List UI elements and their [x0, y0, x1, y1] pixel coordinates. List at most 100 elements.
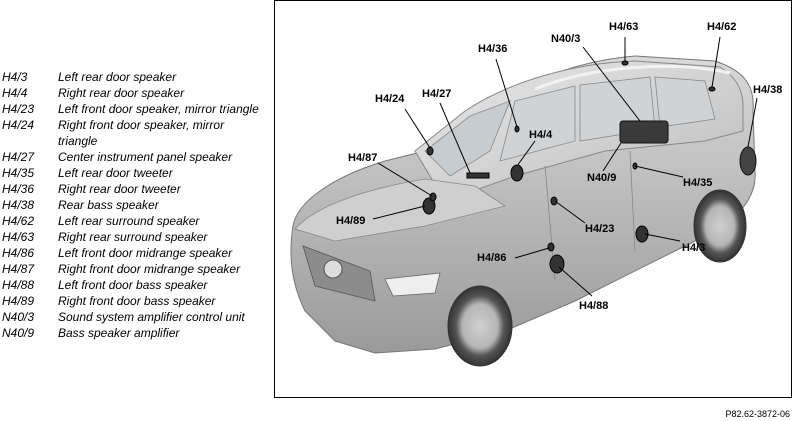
emblem — [323, 259, 343, 279]
legend-code: H4/27 — [2, 149, 35, 164]
legend-code: H4/36 — [2, 181, 35, 196]
legend-code: H4/23 — [2, 102, 35, 116]
legend-code: H4/86 — [2, 245, 35, 260]
legend-item: H4/89 Right front door bass speaker — [0, 294, 262, 310]
legend-code: H4/3 — [2, 70, 28, 84]
figure-frame: H4/63 H4/62 N40/3 H4/36 H4/38 H4/27 H4/2… — [274, 0, 792, 398]
legend-item: H4/24 Right front door speaker, mirror tr… — [0, 118, 262, 149]
legend-item: H4/36 Right rear door tweeter — [0, 182, 262, 198]
amplifier-box — [619, 120, 669, 144]
windshield — [424, 100, 511, 177]
leader-line — [495, 58, 518, 128]
legend-desc: Center instrument panel speaker — [58, 149, 233, 164]
legend-desc: Left rear door speaker — [58, 70, 177, 84]
speaker-h4-86 — [547, 242, 555, 252]
callout-h4-62: H4/62 — [707, 21, 737, 33]
legend-code: H4/89 — [2, 293, 35, 308]
callout-h4-38: H4/38 — [753, 84, 783, 96]
vehicle-illustration — [290, 36, 758, 367]
legend-desc: Left front door speaker, mirror triangle — [58, 102, 259, 116]
callout-h4-27: H4/27 — [422, 88, 452, 100]
callout-h4-88: H4/88 — [579, 300, 609, 312]
callout-h4-87: H4/87 — [348, 152, 378, 164]
legend-item: N40/3 Sound system amplifier control unit — [0, 310, 262, 326]
headlight — [384, 272, 441, 297]
callout-h4-4: H4/4 — [529, 129, 553, 141]
speaker-h4-3 — [635, 225, 649, 243]
speaker-h4-62 — [708, 86, 716, 92]
legend-item: H4/62 Left rear surround speaker — [0, 214, 262, 230]
legend-item: H4/4 Right rear door speaker — [0, 86, 262, 102]
legend-desc: Right rear surround speaker — [58, 229, 208, 244]
leader-line — [644, 233, 681, 242]
callout-h4-3: H4/3 — [682, 242, 706, 254]
rear-wheel — [693, 189, 747, 263]
side-window-front — [499, 85, 576, 162]
legend-item: H4/3 Left rear door speaker — [0, 70, 262, 86]
callout-h4-23: H4/23 — [585, 223, 615, 235]
leader-lines — [372, 36, 758, 297]
legend-desc: Left front door midrange speaker — [58, 245, 233, 260]
legend-code: H4/62 — [2, 213, 35, 228]
legend-code: H4/35 — [2, 165, 35, 180]
legend-desc: Left rear door tweeter — [58, 165, 173, 180]
legend-desc: Bass speaker amplifier — [58, 325, 180, 340]
leader-line — [711, 36, 721, 88]
door-line — [629, 150, 636, 252]
leader-line — [404, 108, 431, 149]
leader-line — [514, 247, 550, 259]
legend-code: H4/87 — [2, 261, 35, 276]
speaker-h4-27 — [466, 172, 490, 179]
legend-desc: Sound system amplifier control unit — [58, 309, 245, 324]
callout-h4-86: H4/86 — [477, 252, 507, 264]
callout-n40-3: N40/3 — [551, 33, 581, 45]
callout-h4-35: H4/35 — [683, 177, 713, 189]
legend-desc: Right rear door speaker — [58, 86, 185, 100]
callout-h4-24: H4/24 — [375, 93, 405, 105]
legend-code: H4/24 — [2, 118, 35, 132]
speaker-h4-24 — [426, 146, 434, 156]
legend-item: H4/63 Right rear surround speaker — [0, 230, 262, 246]
legend-desc: Left front door bass speaker — [58, 277, 208, 292]
legend-item: H4/86 Left front door midrange speaker — [0, 246, 262, 262]
leader-line — [582, 46, 641, 122]
leader-line — [372, 205, 426, 220]
legend-item: H4/87 Right front door midrange speaker — [0, 262, 262, 278]
legend-desc: Right front door speaker, mirror triangl… — [58, 118, 225, 148]
callout-n40-9: N40/9 — [587, 172, 617, 184]
legend-desc: Right rear door tweeter — [58, 181, 181, 196]
front-wheel — [447, 285, 513, 367]
speaker-h4-88 — [549, 254, 565, 274]
legend-desc: Right front door midrange speaker — [58, 261, 241, 276]
callout-h4-89: H4/89 — [336, 215, 366, 227]
speaker-h4-4 — [510, 164, 524, 182]
legend-item: H4/38 Rear bass speaker — [0, 198, 262, 214]
legend-code: H4/63 — [2, 229, 35, 244]
leader-line — [439, 102, 471, 174]
leader-line — [554, 200, 586, 224]
legend-code: H4/4 — [2, 86, 28, 100]
legend-code: N40/3 — [2, 309, 35, 324]
callout-h4-63: H4/63 — [609, 21, 639, 33]
reference-code: P82.62-3872-06 — [725, 409, 790, 419]
legend-desc: Left rear surround speaker — [58, 213, 200, 228]
legend-item: H4/27 Center instrument panel speaker — [0, 150, 262, 166]
legend-item: N40/9 Bass speaker amplifier — [0, 326, 262, 342]
legend-desc: Rear bass speaker — [58, 197, 159, 212]
roof-rail — [534, 64, 731, 91]
leader-line — [516, 140, 536, 167]
legend-item: H4/35 Left rear door tweeter — [0, 166, 262, 182]
leader-line — [634, 165, 684, 178]
speaker-h4-87 — [429, 192, 437, 202]
leader-line — [602, 142, 622, 172]
legend-code: N40/9 — [2, 325, 35, 340]
legend-code: H4/38 — [2, 197, 35, 212]
legend-desc: Right front door bass speaker — [58, 293, 216, 308]
leader-line — [558, 266, 593, 297]
leader-line — [377, 162, 433, 197]
hood — [294, 178, 506, 242]
legend-code: H4/88 — [2, 277, 35, 292]
speaker-h4-23 — [550, 196, 558, 206]
callout-h4-36: H4/36 — [478, 43, 508, 55]
